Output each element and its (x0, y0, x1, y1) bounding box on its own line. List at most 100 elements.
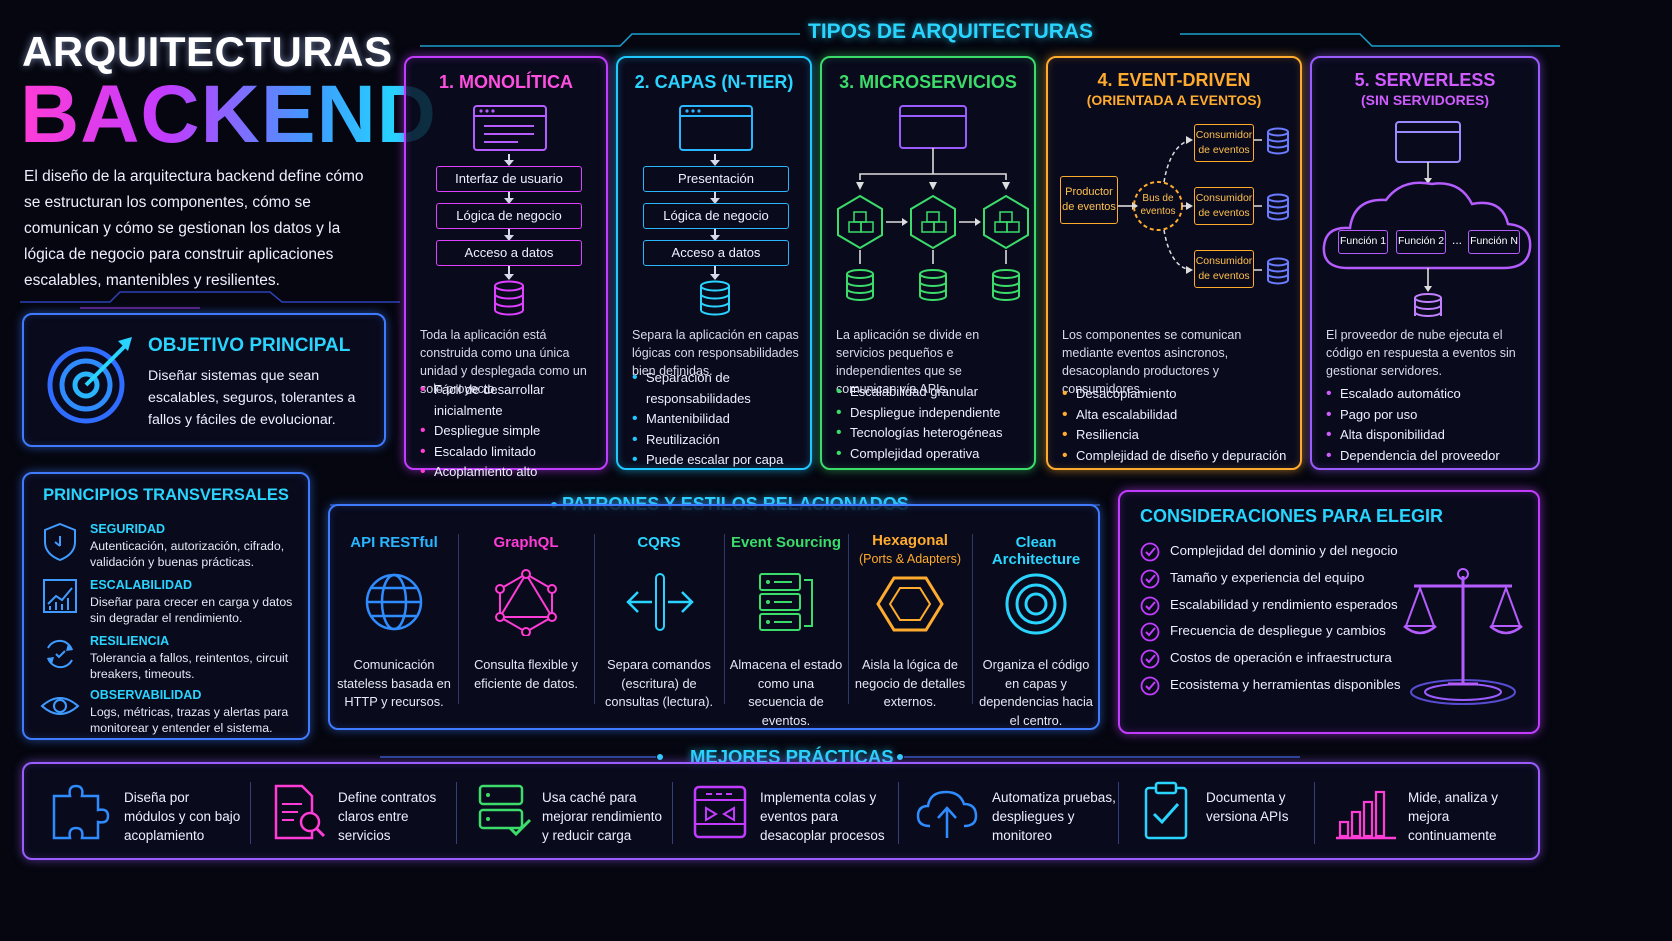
best-practice-text: Define contratos claros entre servicios (338, 790, 437, 843)
pattern-hexagonal: Hexagonal (Ports & Adapters) Aisla la ló… (848, 506, 972, 728)
pattern-graphql: GraphQL Consulta flexible y eficiente de… (458, 506, 594, 728)
pattern-description: Aisla la lógica de negocio de detalles e… (854, 657, 966, 709)
types-title-decoration (420, 33, 1560, 47)
microservices-bullet: Tecnologías heterogéneas (836, 423, 1028, 444)
check-circle-icon (1140, 622, 1160, 642)
pattern-title: CQRS (637, 534, 681, 551)
browser-window-icon (679, 105, 753, 151)
best-practice-text: Diseña por módulos y con bajo acoplamien… (124, 790, 241, 843)
database-icon (494, 280, 524, 316)
pattern-description: Consulta flexible y eficiente de datos. (474, 657, 578, 691)
principle-name: OBSERVABILIDAD (90, 688, 202, 702)
event-driven-bullet: Alta escalabilidad (1062, 405, 1294, 426)
microservices-bullet: Complejidad operativa (836, 444, 1028, 465)
microservices-bullets: Escalabilidad granular Despliegue indepe… (836, 382, 1028, 464)
serverless-bullet: Alta disponibilidad (1326, 425, 1532, 446)
consideration-text: Tamaño y experiencia del equipo (1170, 569, 1365, 585)
best-practice-separator (898, 782, 899, 844)
consideration-text: Costos de operación e infraestructura (1170, 650, 1392, 666)
event-driven-bullet: Resiliencia (1062, 425, 1294, 446)
consideration-item: Frecuencia de despliegue y cambios (1140, 620, 1401, 647)
event-consumer-2: Consumidor de eventos (1194, 187, 1254, 225)
objective-panel: OBJETIVO PRINCIPAL Diseñar sistemas que … (22, 313, 386, 447)
monolithic-bullet: Acoplamiento alto (420, 462, 600, 483)
pattern-separator (972, 534, 973, 704)
serverless-panel: 5. SERVERLESS (SIN SERVIDORES) Función 1… (1310, 56, 1540, 470)
consideration-item: Escalabilidad y rendimiento esperados (1140, 594, 1401, 621)
principles-title: PRINCIPIOS TRANSVERSALES (43, 486, 289, 504)
layered-bullet: Puede escalar por capa (632, 450, 804, 471)
pattern-description: Separa comandos (escritura) de consultas… (604, 657, 714, 709)
event-consumer-1: Consumidor de eventos (1194, 124, 1254, 162)
pattern-description: Almacena el estado como una secuencia de… (729, 657, 843, 728)
pattern-separator (848, 534, 849, 704)
best-practice-separator (1314, 782, 1315, 844)
principles-panel: PRINCIPIOS TRANSVERSALES SEGURIDAD Auten… (22, 472, 310, 740)
microservices-bullet: Escalabilidad granular (836, 382, 1028, 403)
best-practice-documentation: Documenta y versiona APIs (1118, 764, 1314, 858)
event-producer: Productor de eventos (1060, 176, 1118, 224)
best-practice-text: Implementa colas y eventos para desacopl… (760, 790, 885, 843)
layered-bullet: Mantenibilidad (632, 409, 804, 430)
best-practices-panel: Diseña por módulos y con bajo acoplamien… (22, 762, 1540, 860)
serverless-title: 5. SERVERLESS (1354, 70, 1496, 90)
pattern-separator (724, 534, 725, 704)
principle-text: Logs, métricas, trazas y alertas para mo… (90, 705, 289, 735)
serverless-subtitle: (SIN SERVIDORES) (1360, 92, 1490, 108)
document-search-icon (274, 784, 326, 840)
best-practices-title: MEJORES PRÁCTICAS (690, 746, 894, 767)
layered-bullets: Separación de responsabilidades Mantenib… (632, 368, 804, 471)
pattern-title: API RESTful (350, 534, 438, 551)
best-practice-separator (672, 782, 673, 844)
event-driven-bullets: Desacoplamiento Alta escalabilidad Resil… (1062, 384, 1294, 466)
database-icon (700, 280, 730, 316)
monolithic-bullet: Escalado limitado (420, 442, 600, 463)
clipboard-icon (1144, 781, 1188, 840)
monolithic-layer-logic: Lógica de negocio (436, 203, 582, 229)
hexagon-icon (876, 576, 944, 632)
event-driven-title: 4. EVENT-DRIVEN (1097, 70, 1251, 90)
cache-server-icon (478, 784, 532, 837)
serverless-function-2: Función 2 (1396, 230, 1446, 254)
event-flow-diagram (1118, 127, 1289, 285)
check-circle-icon (1140, 569, 1160, 589)
objective-text: Diseñar sistemas que sean escalables, se… (148, 368, 356, 428)
monolithic-bullet: Fácil de desarrollar inicialmente (420, 380, 600, 421)
principle-observability: OBSERVABILIDAD Logs, métricas, trazas y … (40, 688, 310, 740)
best-practice-measure: Mide, analiza y mejora continuamente (1314, 764, 1540, 858)
consideration-item: Ecosistema y herramientas disponibles (1140, 674, 1401, 701)
consideration-item: Tamaño y experiencia del equipo (1140, 567, 1401, 594)
pattern-cqrs: CQRS Separa comandos (escritura) de cons… (594, 506, 724, 728)
principle-text: Diseñar para crecer en carga y datos sin… (90, 595, 293, 625)
pattern-title: Hexagonal (872, 532, 948, 549)
layered-panel: 2. CAPAS (N-TIER) Presentación Lógica de… (616, 56, 812, 470)
principle-resilience: RESILIENCIA Tolerancia a fallos, reinten… (40, 634, 310, 686)
microservices-panel: 3. MICROSERVICIOS La aplicación se divid… (820, 56, 1036, 470)
microservices-diagram (837, 105, 1029, 301)
target-icon (47, 337, 132, 424)
pattern-clean-architecture: Clean Architecture Organiza el código en… (972, 506, 1100, 728)
patterns-panel: API RESTful Comunicación stateless basad… (328, 504, 1100, 730)
chart-icon (43, 579, 77, 613)
consideration-text: Ecosistema y herramientas disponibles (1170, 676, 1401, 692)
event-bus: Bus de eventos (1140, 193, 1176, 217)
best-practice-queues: Implementa colas y eventos para desacopl… (672, 764, 898, 858)
event-driven-subtitle: (ORIENTADA A EVENTOS) (1086, 92, 1262, 108)
principle-security: SEGURIDAD Autenticación, autorización, c… (40, 522, 310, 574)
layered-layer-data: Acceso a datos (643, 240, 789, 266)
check-circle-icon (1140, 542, 1160, 562)
globe-icon (365, 573, 423, 631)
event-driven-bullet: Complejidad de diseño y depuración (1062, 446, 1294, 467)
principle-text: Autenticación, autorización, cifrado, va… (90, 539, 285, 569)
event-store-icon (759, 573, 813, 631)
puzzle-icon (52, 784, 110, 840)
check-circle-icon (1140, 649, 1160, 669)
best-practice-separator (1118, 782, 1119, 844)
serverless-bullet: Dependencia del proveedor (1326, 446, 1532, 467)
principle-text: Tolerancia a fallos, reintentos, circuit… (90, 651, 289, 681)
pattern-description: Comunicación stateless basada en HTTP y … (337, 657, 451, 709)
graphql-icon (495, 569, 557, 636)
serverless-bullet: Pago por uso (1326, 405, 1532, 426)
split-arrows-icon (626, 573, 694, 631)
best-practice-separator (250, 782, 251, 844)
